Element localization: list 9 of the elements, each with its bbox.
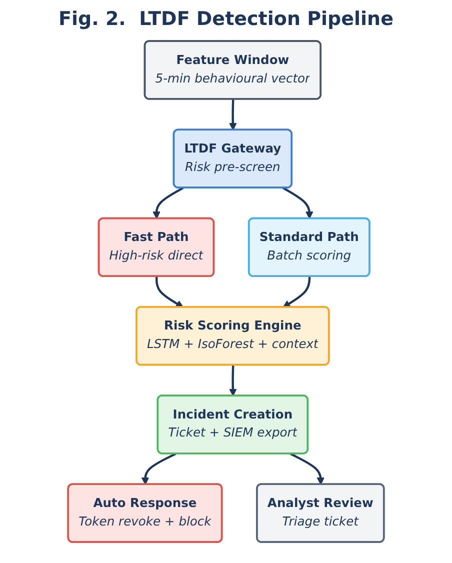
arrow (156, 276, 184, 308)
arrow (141, 452, 176, 485)
diagram-title: Fig. 2. LTDF Detection Pipeline (58, 8, 394, 30)
arrow (229, 99, 237, 130)
arrow (229, 365, 237, 396)
arrow (290, 452, 324, 485)
arrow (152, 187, 184, 220)
arrow (282, 276, 311, 308)
arrow (282, 187, 314, 220)
